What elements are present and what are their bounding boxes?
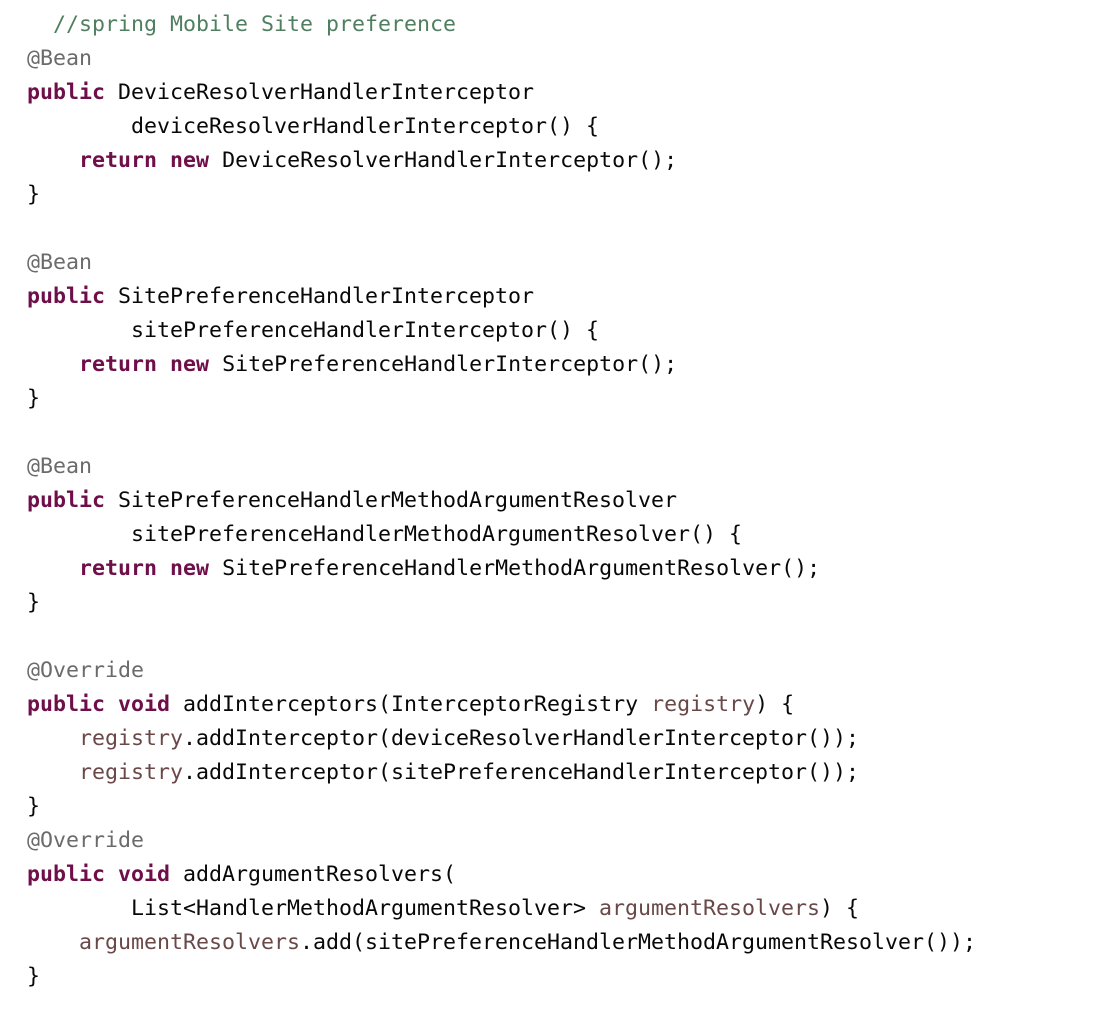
code-token-keyword: public [27, 284, 106, 309]
code-token-plain: } [27, 386, 41, 411]
code-token-plain: sitePreferenceHandlerInterceptor() { [27, 318, 600, 343]
code-token-plain: .add(sitePreferenceHandlerMethodArgument… [300, 930, 977, 955]
code-token-annotation: @Override [27, 658, 145, 683]
code-token-plain [27, 760, 79, 785]
code-token-param: registry [79, 760, 184, 785]
code-line[interactable]: deviceResolverHandlerInterceptor() { [0, 110, 1098, 144]
code-token-plain: addInterceptors(InterceptorRegistry [170, 692, 652, 717]
code-line[interactable]: sitePreferenceHandlerInterceptor() { [0, 314, 1098, 348]
code-token-plain [27, 930, 79, 955]
code-token-plain [27, 148, 79, 173]
code-line[interactable]: registry.addInterceptor(sitePreferenceHa… [0, 756, 1098, 790]
code-token-keyword: void [118, 862, 171, 887]
code-line[interactable]: @Override [0, 654, 1098, 688]
code-line[interactable]: return new DeviceResolverHandlerIntercep… [0, 144, 1098, 178]
code-token-plain [157, 148, 170, 173]
code-line[interactable]: } [0, 382, 1098, 416]
code-token-plain: sitePreferenceHandlerMethodArgumentResol… [27, 522, 743, 547]
code-token-plain: addArgumentResolvers( [170, 862, 457, 887]
code-token-annotation: @Bean [27, 46, 93, 71]
code-token-plain [105, 862, 118, 887]
code-token-annotation: @Bean [27, 250, 93, 275]
code-token-plain: .addInterceptor(deviceResolverHandlerInt… [183, 726, 860, 751]
code-line[interactable] [0, 416, 1098, 450]
code-line[interactable]: @Bean [0, 42, 1098, 76]
code-token-plain: SitePreferenceHandlerMethodArgumentResol… [105, 488, 678, 513]
code-line[interactable]: } [0, 960, 1098, 994]
code-line[interactable]: @Bean [0, 246, 1098, 280]
code-token-keyword: new [170, 148, 210, 173]
code-token-keyword: public [27, 692, 106, 717]
code-line[interactable]: } [0, 178, 1098, 212]
code-line[interactable]: registry.addInterceptor(deviceResolverHa… [0, 722, 1098, 756]
code-token-keyword: return [79, 352, 158, 377]
code-token-keyword: public [27, 80, 106, 105]
code-token-keyword: void [118, 692, 171, 717]
code-token-plain: } [27, 964, 41, 989]
code-token-plain [27, 726, 79, 751]
code-line[interactable]: public void addArgumentResolvers( [0, 858, 1098, 892]
code-token-plain: ) { [820, 896, 860, 921]
code-token-plain: SitePreferenceHandlerMethodArgumentResol… [209, 556, 821, 581]
code-token-plain: SitePreferenceHandlerInterceptor [105, 284, 535, 309]
code-token-keyword: public [27, 862, 106, 887]
code-token-plain: DeviceResolverHandlerInterceptor(); [209, 148, 678, 173]
code-token-keyword: return [79, 556, 158, 581]
code-line[interactable]: return new SitePreferenceHandlerIntercep… [0, 348, 1098, 382]
code-token-param: registry [79, 726, 184, 751]
code-token-param: registry [651, 692, 756, 717]
code-token-plain: deviceResolverHandlerInterceptor() { [27, 114, 600, 139]
code-token-plain: .addInterceptor(sitePreferenceHandlerInt… [183, 760, 860, 785]
code-token-keyword: new [170, 352, 210, 377]
code-line[interactable]: argumentResolvers.add(sitePreferenceHand… [0, 926, 1098, 960]
code-line[interactable]: return new SitePreferenceHandlerMethodAr… [0, 552, 1098, 586]
code-token-keyword: new [170, 556, 210, 581]
code-line[interactable] [0, 620, 1098, 654]
code-line[interactable]: public DeviceResolverHandlerInterceptor [0, 76, 1098, 110]
code-line[interactable]: public void addInterceptors(InterceptorR… [0, 688, 1098, 722]
code-line[interactable]: @Override [0, 824, 1098, 858]
code-token-plain [157, 556, 170, 581]
code-line[interactable] [0, 212, 1098, 246]
code-token-annotation: @Override [27, 828, 145, 853]
code-token-keyword: return [79, 148, 158, 173]
code-token-plain [105, 692, 118, 717]
code-line[interactable]: @Bean [0, 450, 1098, 484]
code-line[interactable]: public SitePreferenceHandlerInterceptor [0, 280, 1098, 314]
code-token-plain [27, 352, 79, 377]
code-token-plain [157, 352, 170, 377]
code-token-plain: ) { [755, 692, 795, 717]
code-line[interactable]: } [0, 586, 1098, 620]
code-token-annotation: @Bean [27, 454, 93, 479]
code-token-plain: List<HandlerMethodArgumentResolver> [27, 896, 600, 921]
code-line[interactable]: sitePreferenceHandlerMethodArgumentResol… [0, 518, 1098, 552]
code-line[interactable]: List<HandlerMethodArgumentResolver> argu… [0, 892, 1098, 926]
code-line[interactable]: public SitePreferenceHandlerMethodArgume… [0, 484, 1098, 518]
code-token-plain [27, 556, 79, 581]
code-token-plain: DeviceResolverHandlerInterceptor [105, 80, 535, 105]
code-token-plain: } [27, 794, 41, 819]
code-line[interactable]: //spring Mobile Site preference [0, 8, 1098, 42]
code-token-comment: //spring Mobile Site preference [53, 12, 457, 37]
code-token-param: argumentResolvers [79, 930, 301, 955]
code-token-plain [27, 12, 53, 37]
code-token-param: argumentResolvers [599, 896, 821, 921]
code-line[interactable]: } [0, 790, 1098, 824]
code-token-plain: } [27, 182, 41, 207]
code-token-plain: } [27, 590, 41, 615]
code-token-plain: SitePreferenceHandlerInterceptor(); [209, 352, 678, 377]
code-token-keyword: public [27, 488, 106, 513]
